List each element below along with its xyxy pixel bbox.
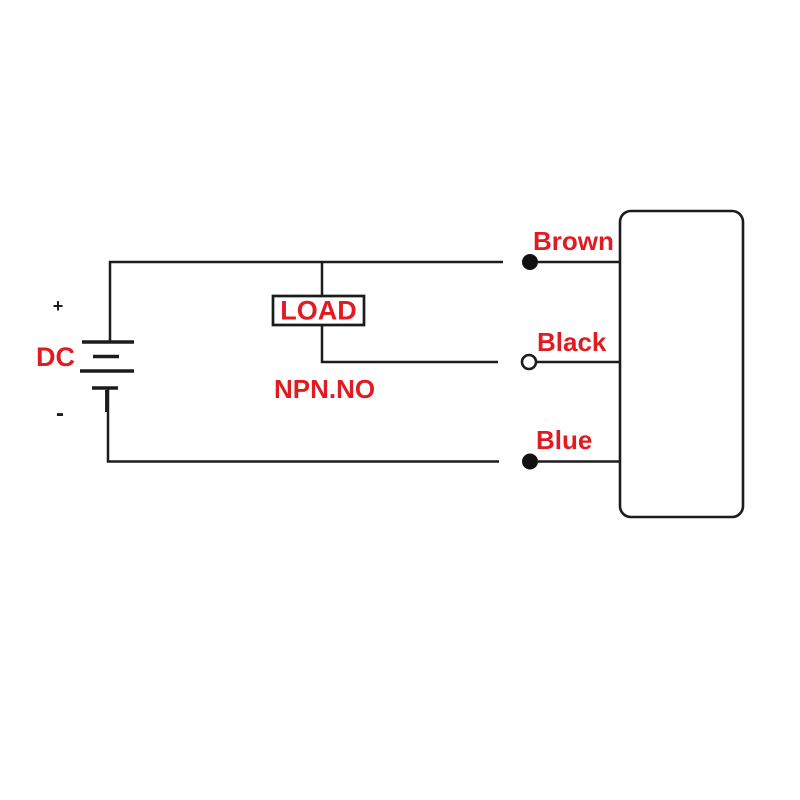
blue-label: Blue bbox=[536, 425, 592, 455]
black-label: Black bbox=[537, 327, 607, 357]
minus-sign: - bbox=[56, 400, 64, 427]
load-label: LOAD bbox=[280, 296, 357, 326]
wire-dc-negative bbox=[106, 388, 499, 463]
brown-label: Brown bbox=[533, 226, 614, 256]
blue-terminal-dot bbox=[522, 453, 538, 470]
plus-sign: + bbox=[53, 296, 64, 316]
sensor-body bbox=[618, 209, 745, 519]
black-terminal-circle bbox=[520, 353, 538, 371]
npn-mode-label: NPN.NO bbox=[274, 374, 375, 404]
wire-dc-positive bbox=[108, 260, 503, 342]
wire-load-to-black bbox=[320, 325, 498, 364]
battery-symbol bbox=[80, 340, 134, 412]
dc-power-label: DC bbox=[36, 342, 75, 372]
brown-terminal-dot bbox=[522, 254, 538, 270]
load-box bbox=[271, 294, 366, 327]
